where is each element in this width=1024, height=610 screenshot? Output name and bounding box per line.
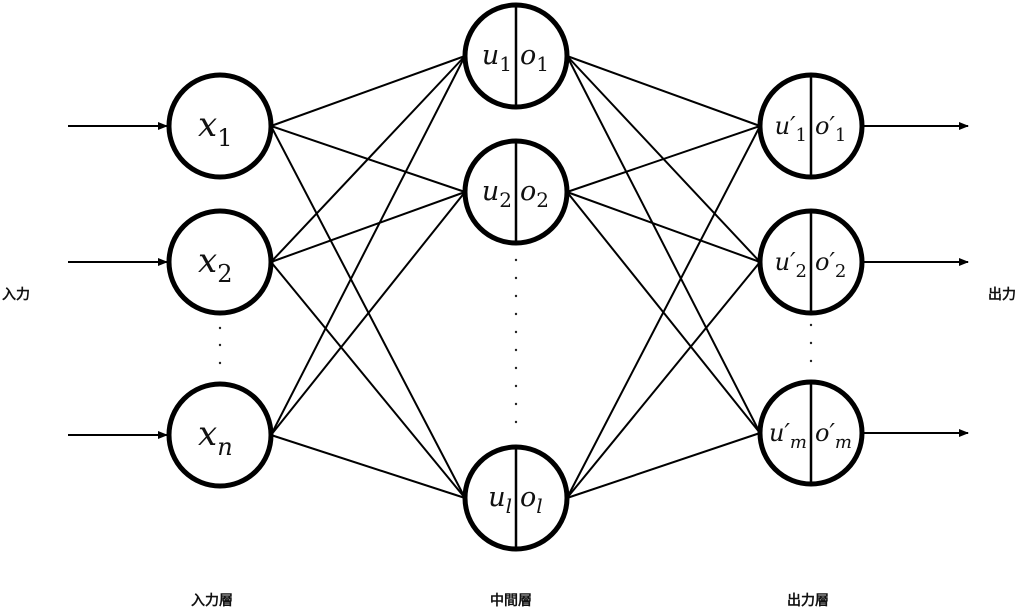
input-layer-label: 入力層 bbox=[191, 593, 233, 609]
edge-hidden-0-output-2 bbox=[566, 55, 761, 434]
edge-hidden-1-output-0 bbox=[566, 125, 761, 193]
edge-input-2-hidden-0 bbox=[270, 55, 466, 436]
edge-input-1-hidden-0 bbox=[270, 55, 466, 263]
output-ellipsis-dot bbox=[809, 323, 813, 327]
output-layer-label: 出力層 bbox=[787, 593, 829, 609]
output-label: 出力 bbox=[988, 287, 1016, 303]
hidden-ellipsis-dot bbox=[514, 294, 518, 298]
hidden-ellipsis-dot bbox=[514, 384, 518, 388]
hidden-ellipsis-dot bbox=[514, 330, 518, 334]
input-ellipsis-dot bbox=[218, 361, 222, 365]
input-node-1: x1 bbox=[166, 72, 274, 180]
edge-input-1-hidden-1 bbox=[270, 191, 466, 263]
ellipsis-dots bbox=[218, 258, 813, 424]
input-node-n: xn bbox=[166, 381, 274, 489]
hidden-ellipsis-dot bbox=[514, 258, 518, 262]
edge-input-2-hidden-2 bbox=[270, 434, 466, 499]
hidden-o-label: o1 bbox=[520, 40, 549, 76]
edge-hidden-0-output-0 bbox=[566, 55, 761, 127]
output-ellipsis-dot bbox=[809, 341, 813, 345]
input-ellipsis-dot bbox=[218, 343, 222, 347]
edge-input-2-hidden-1 bbox=[270, 191, 466, 436]
input-node-2: x2 bbox=[166, 208, 274, 316]
edge-hidden-2-output-0 bbox=[566, 125, 761, 499]
hidden-u-label: u1 bbox=[482, 40, 512, 76]
edge-hidden-2-output-2 bbox=[566, 432, 761, 499]
hidden-ellipsis-dot bbox=[514, 348, 518, 352]
hidden-layer-label: 中間層 bbox=[490, 593, 532, 609]
input-label: 入力 bbox=[2, 287, 30, 303]
edge-hidden-1-output-1 bbox=[566, 191, 761, 263]
hidden-ellipsis-dot bbox=[514, 402, 518, 406]
edge-input-1-hidden-2 bbox=[270, 261, 466, 499]
hidden-ellipsis-dot bbox=[514, 312, 518, 316]
hidden-ellipsis-dot bbox=[514, 276, 518, 280]
connections bbox=[270, 55, 761, 499]
hidden-ellipsis-dot bbox=[514, 366, 518, 370]
node-circle bbox=[166, 381, 274, 489]
node-circle bbox=[166, 208, 274, 316]
edge-input-0-hidden-0 bbox=[270, 55, 466, 127]
node-circle bbox=[166, 72, 274, 180]
input-ellipsis-dot bbox=[218, 326, 222, 330]
io-arrows bbox=[68, 122, 969, 439]
output-ellipsis-dot bbox=[809, 359, 813, 363]
edge-hidden-2-output-1 bbox=[566, 261, 761, 499]
hidden-ellipsis-dot bbox=[514, 420, 518, 424]
